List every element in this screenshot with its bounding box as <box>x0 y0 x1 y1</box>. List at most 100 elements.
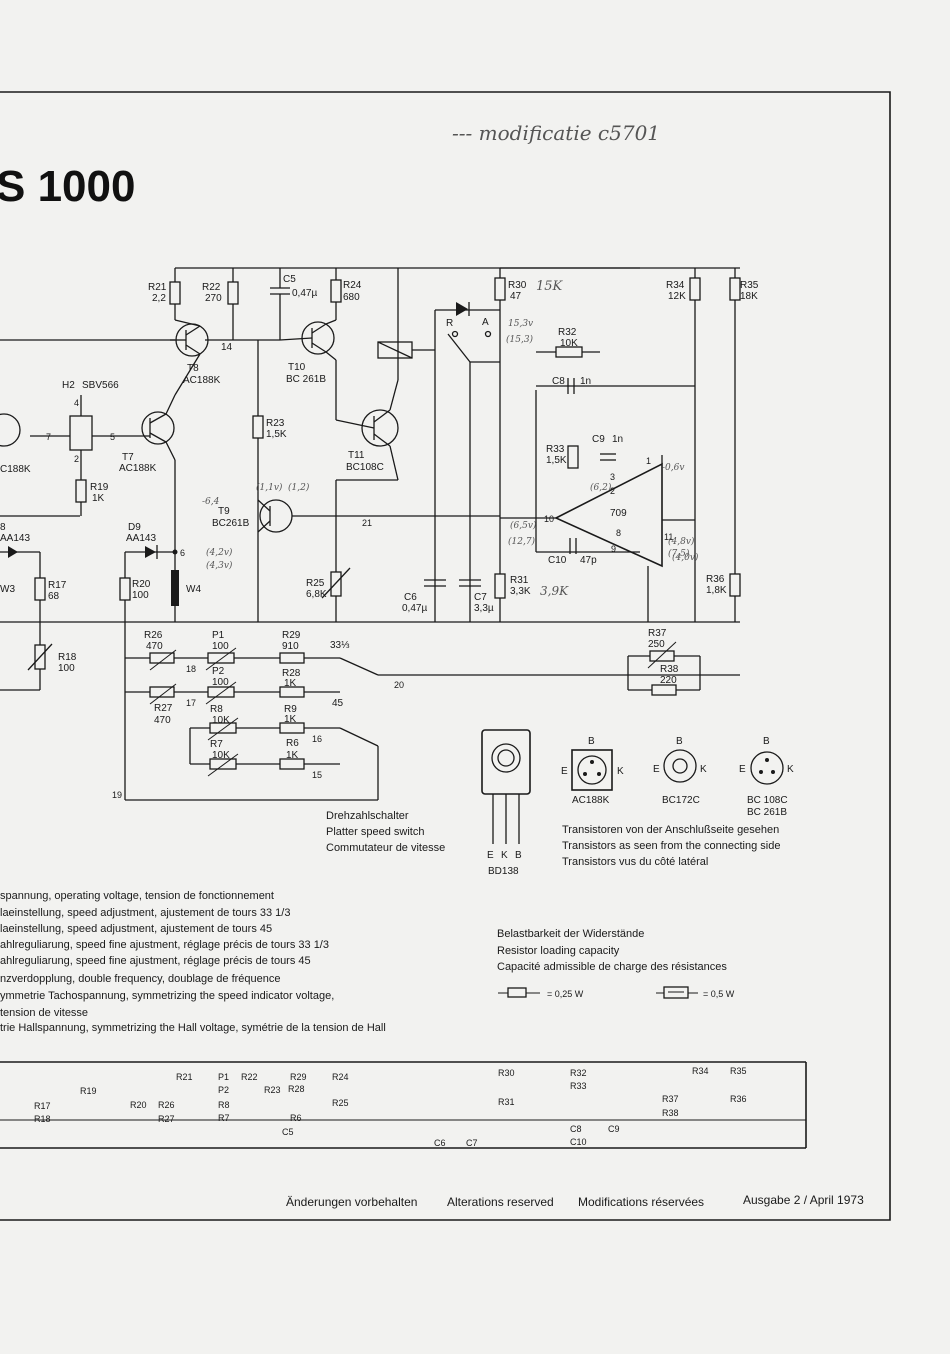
resistor-r31 <box>494 573 506 599</box>
r31-value: 3,3K <box>510 586 531 597</box>
r31-handwritten: 3,9K <box>540 584 569 598</box>
resistor-r26 <box>149 652 175 664</box>
c10-value: 47p <box>580 555 597 566</box>
resistor-r6 <box>279 758 305 770</box>
r38-ref: R38 <box>660 664 679 675</box>
legend-line-5: ahlreguliarung, speed fine ajustment, ré… <box>0 955 311 967</box>
pt-c5: C5 <box>282 1127 294 1137</box>
parts-table: R21 P1 R22 R29 R24 R30 R32 R34 R35 R19 P… <box>34 1066 747 1148</box>
r31-ref: R31 <box>510 575 529 586</box>
resistor-r22 <box>227 281 239 305</box>
resistor-r21 <box>169 281 181 305</box>
t11-value: BC108C <box>346 462 384 473</box>
r23-value: 1,5K <box>266 429 287 440</box>
resistor-r23 <box>252 415 264 439</box>
pt-r6: R6 <box>290 1113 302 1123</box>
pt-r27: R27 <box>158 1114 175 1124</box>
svg-text:8: 8 <box>0 522 6 533</box>
r25-value: 6,8K <box>306 589 327 600</box>
c9-ref: C9 <box>592 434 605 445</box>
legend-line-1: spannung, operating voltage, tension de … <box>0 890 274 902</box>
hw-mark-4: (4,2v) <box>206 547 233 558</box>
bd138-pin-k: K <box>501 850 508 861</box>
pt-r17: R17 <box>34 1101 51 1111</box>
c7-ref: C7 <box>474 592 487 603</box>
d9-ref: D9 <box>128 522 141 533</box>
bc172c-package <box>663 749 697 783</box>
r30-value: 47 <box>510 291 522 302</box>
pt-r7: R7 <box>218 1113 230 1123</box>
hw-mark-6: (1,1v) <box>256 482 283 493</box>
svg-text:C188K: C188K <box>0 464 31 475</box>
diode-d8 <box>8 546 18 558</box>
node-19: 19 <box>112 790 122 800</box>
w4-ref: W4 <box>186 584 201 595</box>
pt-r33: R33 <box>570 1081 587 1091</box>
resistor-r33 <box>567 445 579 469</box>
hw-mark-9: (12,7) <box>508 536 536 547</box>
r30-ref: R30 <box>508 280 527 291</box>
transistor-caption-fr: Transistors vus du côté latéral <box>562 856 708 868</box>
pt-r24: R24 <box>332 1072 349 1082</box>
d8-value: AA143 <box>0 533 30 544</box>
node-3: 3 <box>610 472 615 482</box>
r6-value: 1K <box>286 750 299 761</box>
pt-p2: P2 <box>218 1085 229 1095</box>
resistor-r19 <box>75 479 87 503</box>
r22-ref: R22 <box>202 282 221 293</box>
pt-r31: R31 <box>498 1097 515 1107</box>
c5-value: 0,47µ <box>292 288 317 299</box>
potentiometer-p1 <box>207 652 235 664</box>
pt-r34: R34 <box>692 1066 709 1076</box>
resistor-symbol-small <box>507 987 527 998</box>
hw-mark-14: -6,4 <box>202 497 220 507</box>
p2-ref: P2 <box>212 666 225 677</box>
bc172c-e: E <box>653 764 660 775</box>
pt-p1: P1 <box>218 1072 229 1082</box>
switch-caption-en: Platter speed switch <box>326 826 424 838</box>
r20-ref: R20 <box>132 579 151 590</box>
node-33: 33⅓ <box>330 640 350 651</box>
hw-mark-1: 15,3v <box>508 319 533 329</box>
r27-ref: R27 <box>154 703 173 714</box>
r34-ref: R34 <box>666 280 685 291</box>
t7-ref: T7 <box>122 452 134 463</box>
pt-r37: R37 <box>662 1094 679 1104</box>
node-45: 45 <box>332 698 344 709</box>
resistor-r36 <box>729 573 741 597</box>
legend-line-8: tension de vitesse <box>0 1007 88 1019</box>
hw-mark-12: -0,6v <box>662 463 684 473</box>
node-8: 8 <box>616 528 621 538</box>
r32-value: 10K <box>560 338 578 349</box>
footer-notice-de: Änderungen vorbehalten <box>286 1195 417 1209</box>
transistor-caption-de: Transistoren von der Anschlußseite geseh… <box>562 824 779 836</box>
potentiometer-r8 <box>209 722 237 734</box>
legend-line-6: nzverdopplung, double frequency, doublag… <box>0 973 281 985</box>
transistor-caption-en: Transistors as seen from the connecting … <box>562 840 780 852</box>
hw-mark-13: (7,5) <box>668 548 690 559</box>
page-title: S 1000 <box>0 162 135 211</box>
resistor-r30 <box>494 277 506 301</box>
loading-line-fr: Capacité admissible de charge des résist… <box>497 961 727 973</box>
hw-mark-7: (1,2) <box>288 482 310 493</box>
diode-d9 <box>145 546 156 558</box>
r8-value: 10K <box>212 715 230 726</box>
r33-value: 1,5K <box>546 455 567 466</box>
p1-value: 100 <box>212 641 229 652</box>
t8-value: AC188K <box>183 375 221 386</box>
r7-ref: R7 <box>210 739 223 750</box>
t10-value: BC 261B <box>286 374 326 385</box>
hw-mark-2: (15,3) <box>506 334 534 345</box>
ac188k-package <box>571 749 613 791</box>
c6-ref: C6 <box>404 592 417 603</box>
node-2: 2 <box>74 454 79 464</box>
r24-ref: R24 <box>343 280 362 291</box>
node-2b: 2 <box>610 486 615 496</box>
r24-value: 680 <box>343 292 360 303</box>
pt-r30: R30 <box>498 1068 515 1078</box>
r29-value: 910 <box>282 641 299 652</box>
r6-ref: R6 <box>286 738 299 749</box>
node-9: 9 <box>611 544 616 554</box>
